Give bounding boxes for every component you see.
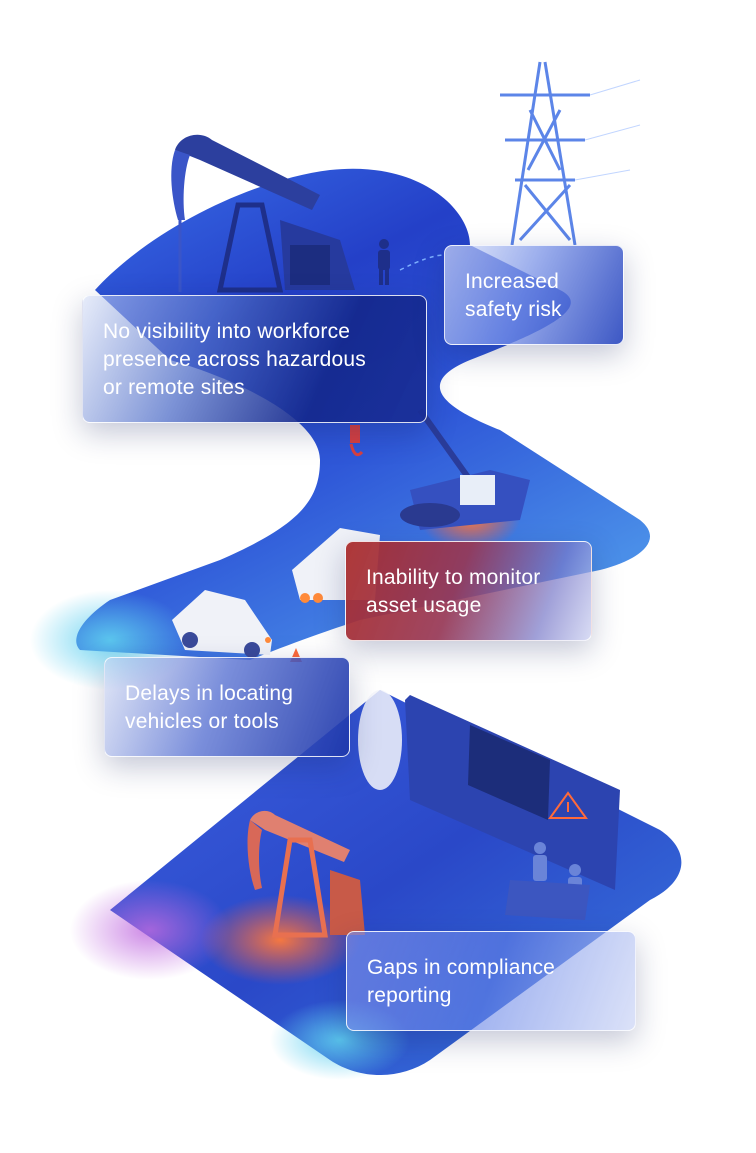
worker-icon	[378, 239, 390, 285]
worker-group-icon	[505, 842, 590, 920]
smoke-cloud	[358, 690, 402, 790]
pink-glow	[70, 880, 230, 980]
car-icon	[172, 590, 272, 658]
callout-locating-delays: Delays in locating vehicles or tools	[104, 657, 350, 757]
power-tower-icon	[500, 61, 590, 246]
crane-hook-icon	[349, 425, 364, 457]
power-lines	[574, 79, 641, 181]
pumpjack-icon	[171, 134, 355, 293]
callout-safety-risk: Increased safety risk	[444, 245, 624, 345]
building-icon	[405, 695, 620, 890]
callout-asset-usage: Inability to monitor asset usage	[345, 541, 592, 641]
callout-compliance-gaps: Gaps in compliance reporting	[346, 931, 636, 1031]
crane-icon	[400, 408, 530, 530]
callout-workforce-visibility: No visibility into workforce presence ac…	[82, 295, 427, 423]
warning-icon	[548, 791, 588, 819]
pumpjack-lower-icon	[247, 810, 365, 938]
